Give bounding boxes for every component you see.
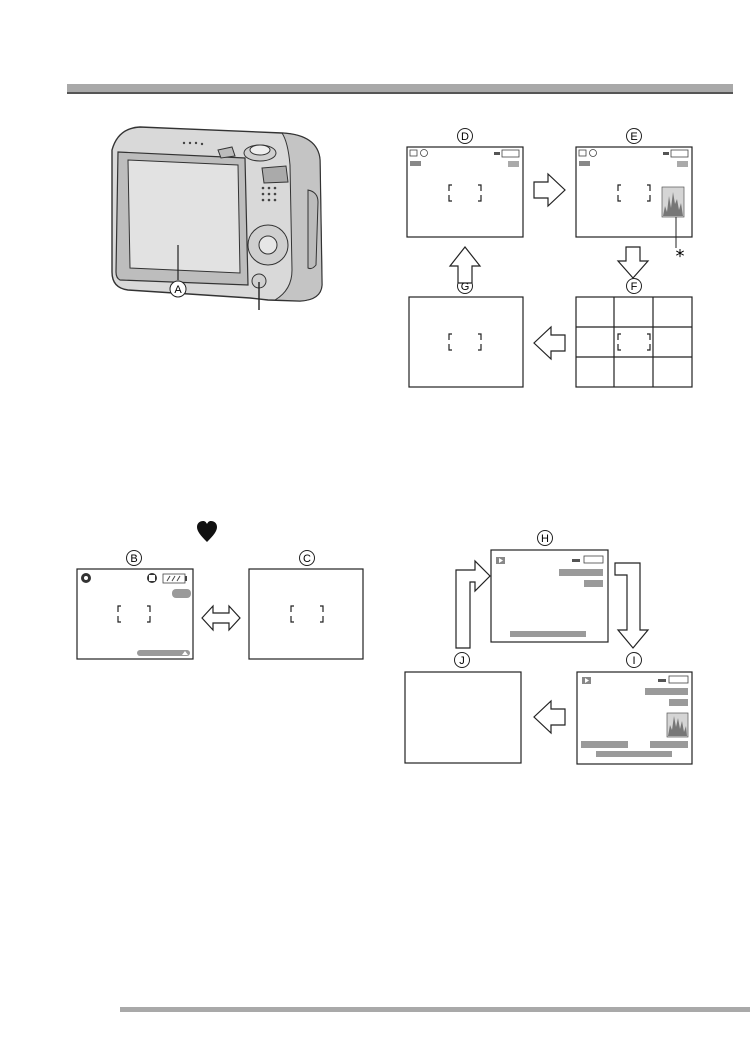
arrow-g-to-d [450, 247, 480, 283]
arrow-d-to-e [534, 174, 565, 206]
arrow-e-to-f [618, 247, 648, 278]
callout-a-letter: A [174, 284, 182, 296]
screen-f-grid [576, 297, 692, 387]
callout-f-letter: F [631, 281, 638, 293]
arrow-f-to-g [534, 327, 565, 359]
screen-d [407, 147, 523, 237]
arrow-i-to-j [534, 701, 565, 733]
screen-g [409, 297, 523, 387]
screen-j [405, 672, 521, 763]
histogram-note-asterisk: * [676, 246, 685, 267]
screen-c [249, 569, 363, 659]
arrow-b-c-toggle [202, 606, 240, 630]
callout-i-letter: I [632, 655, 635, 667]
callout-d-letter: D [461, 131, 469, 143]
arrow-j-to-h [456, 561, 490, 648]
callout-h-letter: H [541, 533, 549, 545]
callout-e-letter: E [630, 131, 637, 143]
callout-j-letter: J [459, 655, 465, 667]
camera-illustration [112, 127, 322, 301]
callout-c-letter: C [303, 553, 311, 565]
mode-icon [410, 161, 421, 166]
heart-icon [197, 521, 217, 542]
arrow-h-to-i [615, 563, 648, 648]
callout-b-letter: B [130, 553, 137, 565]
screen-h [491, 550, 608, 642]
battery-icon [502, 150, 519, 157]
